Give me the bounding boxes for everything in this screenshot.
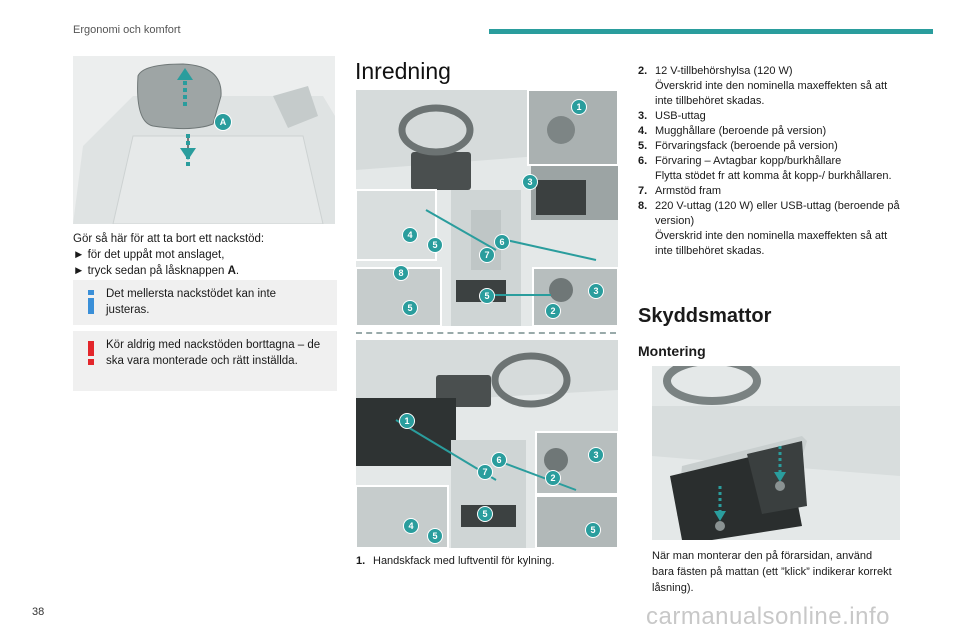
callout-2-top: 2 <box>545 303 561 319</box>
warning-note-text: Kör aldrig med nackstöden borttagna – de… <box>106 339 321 367</box>
warning-note: Kör aldrig med nackstöden borttagna – de… <box>73 331 337 391</box>
item-number: 7. <box>638 185 648 197</box>
list-item: 2. 12 V-tillbehörshylsa (120 W) Överskrid… <box>638 64 900 109</box>
item-line: Överskrid inte den nominella maxeffekten… <box>655 80 888 107</box>
callout-5-top-a: 5 <box>427 237 443 253</box>
header-accent-bar <box>489 29 933 34</box>
mount-text: När man monterar den på förarsidan, anvä… <box>652 550 892 594</box>
interior-image-top: 1 3 4 5 6 7 8 5 5 3 2 <box>356 90 618 326</box>
inredning-list: 2. 12 V-tillbehörshylsa (120 W) Överskrid… <box>638 64 900 259</box>
list-item: 6. Förvaring – Avtagbar kopp/burkhållare… <box>638 154 900 184</box>
item-number: 4. <box>638 125 648 137</box>
warning-icon <box>88 341 94 365</box>
item-number: 8. <box>638 200 648 212</box>
page-number: 38 <box>32 606 45 618</box>
interior-image-bottom: 1 3 6 7 2 5 4 5 5 <box>356 340 618 548</box>
item-number: 5. <box>638 140 648 152</box>
callout-1-top: 1 <box>571 99 587 115</box>
item-number: 6. <box>638 155 648 167</box>
list-item: 5. Förvaringsfack (beroende på version) <box>638 139 900 154</box>
info-note-text: Det mellersta nackstödet kan inte juster… <box>106 288 277 316</box>
callout-4-top: 4 <box>402 227 418 243</box>
callout-3-bottom: 3 <box>588 447 604 463</box>
callout-5-top-c: 5 <box>402 300 418 316</box>
item-line: Förvaring – Avtagbar kopp/burkhållare <box>655 155 842 167</box>
item-number: 2. <box>638 65 648 77</box>
callout-1-bottom: 1 <box>399 413 415 429</box>
section-title-skyddsmattor: Skyddsmattor <box>638 305 772 327</box>
callout-6-bottom: 6 <box>491 452 507 468</box>
item-1-text: Handskfack med luftventil för kylning. <box>373 555 555 567</box>
step-1: ► för det uppåt mot anslaget, <box>73 249 225 261</box>
intro-text: Gör så här för att ta bort ett nackstöd: <box>73 233 265 245</box>
step-2-bold: A <box>227 265 236 277</box>
image-divider <box>356 332 616 334</box>
item-line: 12 V-tillbehörshylsa (120 W) <box>655 65 793 77</box>
header-title: Ergonomi och komfort <box>73 24 181 36</box>
item-line: Överskrid inte den nominella maxeffekten… <box>655 230 888 257</box>
step-2-text: ► tryck sedan på låsknappen <box>73 265 228 277</box>
item-1-number: 1. <box>356 555 366 567</box>
subsection-title-montering: Montering <box>638 343 706 359</box>
item-line: Flytta stödet fr att komma åt kopp-/ bur… <box>655 170 892 182</box>
list-item: 4. Mugghållare (beroende på version) <box>638 124 900 139</box>
callout-a: A <box>214 113 232 131</box>
floor-mat-image <box>652 366 900 540</box>
callout-6-top: 6 <box>494 234 510 250</box>
callout-5-bottom-b: 5 <box>427 528 443 544</box>
callout-5-bottom-a: 5 <box>477 506 493 522</box>
list-item: 8. 220 V-uttag (120 W) eller USB-uttag (… <box>638 199 900 259</box>
callout-3-top: 3 <box>522 174 538 190</box>
callout-7-top: 7 <box>479 247 495 263</box>
callout-5-top-b: 5 <box>479 288 495 304</box>
headrest-image: A <box>73 56 335 224</box>
callout-3-top-b: 3 <box>588 283 604 299</box>
callout-4-bottom: 4 <box>403 518 419 534</box>
watermark: carmanualsonline.info <box>646 603 890 630</box>
step-2: ► tryck sedan på låsknappen A. <box>73 263 343 279</box>
step-2-end: . <box>235 265 240 277</box>
list-item: 7. Armstöd fram <box>638 184 900 199</box>
item-line: Förvaringsfack (beroende på version) <box>655 140 838 152</box>
section-title-inredning: Inredning <box>355 58 451 84</box>
item-line: USB-uttag <box>655 110 706 122</box>
callout-7-bottom: 7 <box>477 464 493 480</box>
callout-8-top: 8 <box>393 265 409 281</box>
callout-5-bottom-c: 5 <box>585 522 601 538</box>
item-line: Armstöd fram <box>655 185 722 197</box>
item-line: 220 V-uttag (120 W) eller USB-uttag (ber… <box>655 200 900 227</box>
callout-2-bottom: 2 <box>545 470 561 486</box>
info-note: Det mellersta nackstödet kan inte juster… <box>73 280 337 325</box>
list-item: 3. USB-uttag <box>638 109 900 124</box>
inredning-item-1: 1. Handskfack med luftventil för kylning… <box>356 554 618 569</box>
item-number: 3. <box>638 110 648 122</box>
item-line: Mugghållare (beroende på version) <box>655 125 827 137</box>
info-icon <box>88 290 94 314</box>
